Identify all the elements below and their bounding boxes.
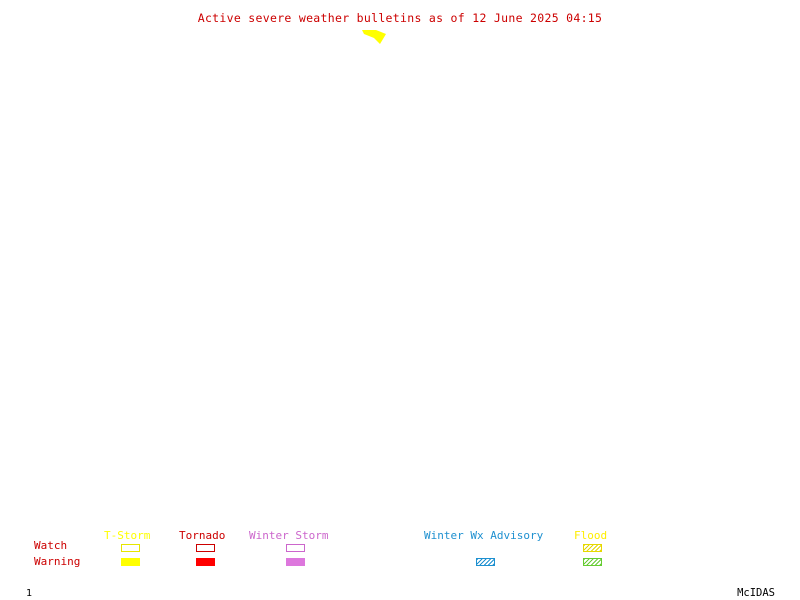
legend-winter-storm-label: Winter Storm bbox=[249, 529, 329, 542]
tornado-watch-swatch bbox=[196, 544, 215, 552]
winter-storm-warning-swatch bbox=[286, 558, 305, 566]
map-title: Active severe weather bulletins as of 12… bbox=[197, 11, 603, 25]
yellow-bulletin-area bbox=[362, 30, 386, 44]
flood-watch-swatch bbox=[583, 544, 602, 552]
winter-wx-advisory-warning-swatch bbox=[476, 558, 495, 566]
legend-flood-label: Flood bbox=[574, 529, 608, 542]
legend-watch-label: Watch bbox=[34, 539, 68, 552]
tstorm-watch-swatch bbox=[121, 544, 140, 552]
map-canvas bbox=[362, 30, 386, 44]
legend-tstorm-label: T-Storm bbox=[104, 529, 151, 542]
legend-warning-label: Warning bbox=[34, 555, 81, 568]
tornado-warning-swatch bbox=[196, 558, 215, 566]
winter-storm-watch-swatch bbox=[286, 544, 305, 552]
tstorm-warning-swatch bbox=[121, 558, 140, 566]
legend-tornado-label: Tornado bbox=[179, 529, 226, 542]
mcidas-brand: McIDAS bbox=[737, 587, 775, 599]
legend-winter-wx-advisory-label: Winter Wx Advisory bbox=[424, 529, 544, 542]
flood-warning-swatch bbox=[583, 558, 602, 566]
frame-number: 1 bbox=[26, 588, 33, 599]
